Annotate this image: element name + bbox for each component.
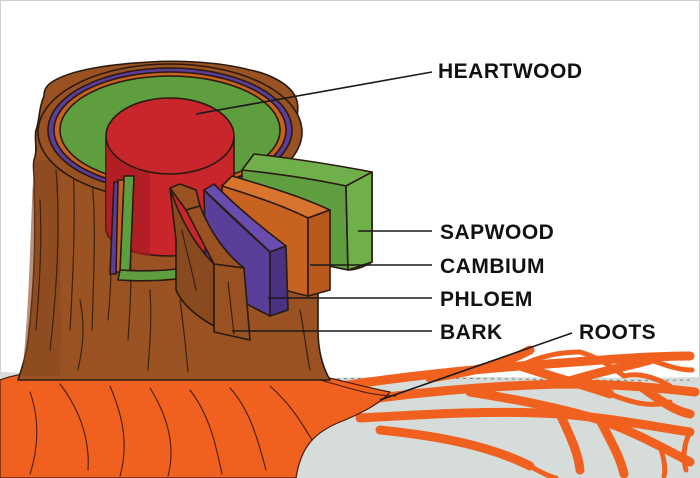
heartwood-top xyxy=(105,97,235,175)
root-fine-branches xyxy=(517,349,695,478)
inner-phloem-wall xyxy=(109,181,119,275)
roots-leader xyxy=(379,332,573,401)
label-roots: ROOTS xyxy=(579,321,656,344)
heartwood-leader xyxy=(195,71,433,115)
label-phloem: PHLOEM xyxy=(440,288,533,311)
label-bark: BARK xyxy=(440,321,503,344)
leader-lines xyxy=(195,71,573,401)
pulled-layers xyxy=(169,153,373,341)
label-sapwood: SAPWOOD xyxy=(440,221,554,244)
bark-grain xyxy=(35,149,311,373)
label-cambium: CAMBIUM xyxy=(440,255,545,278)
bark-shade xyxy=(22,160,61,376)
labels: HEARTWOOD SAPWOOD CAMBIUM PHLOEM BARK RO… xyxy=(438,60,656,344)
root-grain xyxy=(29,379,397,477)
bark-block xyxy=(169,183,251,341)
label-heartwood: HEARTWOOD xyxy=(438,60,583,83)
roots xyxy=(0,345,700,478)
stump-top xyxy=(37,63,303,257)
